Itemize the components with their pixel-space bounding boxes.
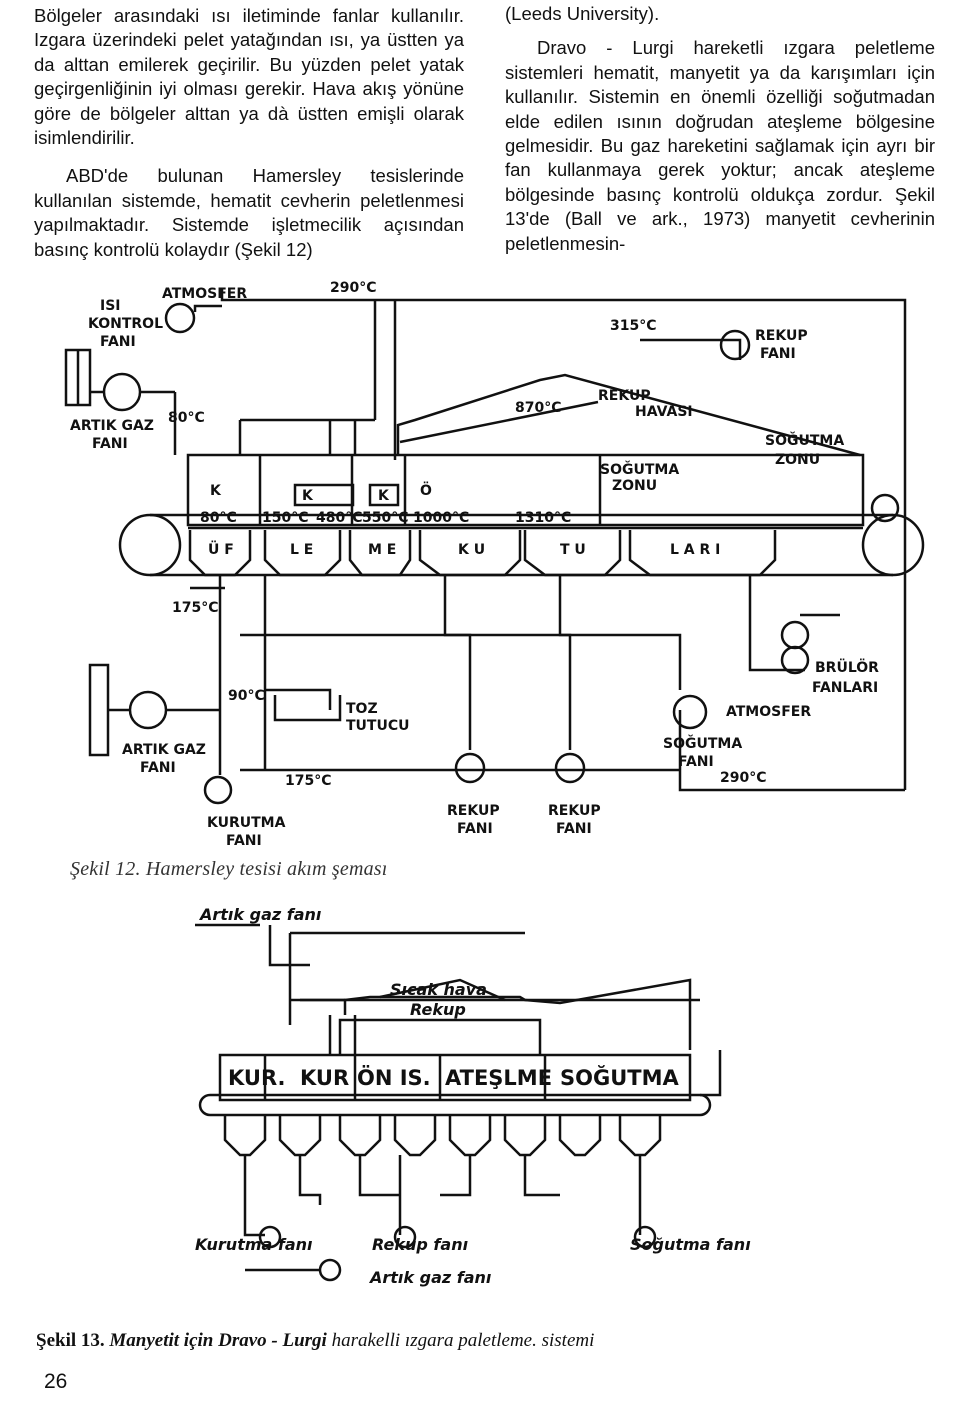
paragraph: Dravo - Lurgi hareketli ızgara peletleme…	[505, 37, 935, 254]
label-isi: ISI	[100, 298, 121, 314]
label-fani: FANI	[92, 436, 128, 452]
zone-temp: 1310°C	[515, 510, 571, 526]
zone-sogutma: SOĞUTMA	[560, 1065, 679, 1090]
paragraph: ABD'de bulunan Hamersley tesislerinde ku…	[34, 165, 464, 260]
label-fanlari: FANLARI	[812, 680, 878, 696]
label-fani: FANI	[100, 334, 136, 350]
label-toz: TOZ	[346, 701, 378, 717]
label-290: 290°C	[330, 280, 377, 296]
label-havasi: HAVASI	[635, 404, 693, 420]
label-175: 175°C	[285, 773, 332, 789]
label-fani: FANI	[140, 760, 176, 776]
zone-kur: KUR.	[228, 1066, 286, 1090]
page-number: 26	[44, 1370, 68, 1393]
zone-o: Ö	[420, 481, 432, 499]
label-rekup: REKUP	[755, 328, 808, 344]
label-90: 90°C	[228, 688, 265, 704]
zone-k: K	[378, 488, 390, 504]
label-fani: FANI	[556, 821, 592, 837]
label-sogutma: SOĞUTMA	[765, 431, 844, 449]
zone-k: K	[302, 488, 314, 504]
label-rekup: REKUP	[548, 803, 601, 819]
zone-k: K	[210, 483, 222, 499]
label-sicak-hava: Sıcak hava	[390, 980, 487, 999]
label-80: 80°C	[168, 410, 205, 426]
zone-temp: 480°C	[316, 510, 363, 526]
label-kontrol: KONTROL	[88, 316, 163, 332]
figure-12-flowsheet: ISI KONTROL FANI ATMOSFER 290°C 315°C RE…	[64, 280, 925, 849]
label-rekup-fani: Rekup fanı	[372, 1235, 469, 1254]
hopper-label: L A R I	[670, 542, 720, 558]
zone-temp: 1000°C	[413, 510, 469, 526]
zone-temp: 80°C	[200, 510, 237, 526]
hopper-label: Ü F	[208, 540, 234, 558]
hopper-label: L E	[290, 542, 313, 558]
label-290: 290°C	[720, 770, 767, 786]
figure-13-diagram: Artık gaz fanı Sıcak hava Rekup Kurutma …	[195, 905, 751, 1287]
left-text-column: Bölgeler arasındaki ısı iletiminde fanla…	[34, 4, 464, 262]
hopper-label: M E	[368, 542, 396, 558]
label-sogutma: SOĞUTMA	[600, 460, 679, 478]
label-artik-gaz: ARTIK GAZ	[70, 418, 154, 434]
zone-on-is: ÖN IS.	[357, 1065, 431, 1090]
label-rekup: REKUP	[447, 803, 500, 819]
label-rekup: Rekup	[410, 1000, 466, 1019]
label-315: 315°C	[610, 318, 657, 334]
hopper-label: K U	[458, 542, 485, 558]
caption-rest: harakelli ızgara paletleme. sistemi	[331, 1330, 595, 1351]
label-artik-gaz-fani: Artık gaz fanı	[368, 1268, 492, 1287]
label-870: 870°C	[515, 400, 562, 416]
figure-12-caption: Şekil 12. Hamersley tesisi akım şeması	[70, 858, 388, 880]
right-text-column: (Leeds University). Dravo - Lurgi hareke…	[505, 2, 935, 256]
label-kurutma: KURUTMA	[207, 815, 286, 831]
zone-kur: KUR	[300, 1066, 349, 1090]
zone-temp: 550°C	[362, 510, 409, 526]
label-brulor: BRÜLÖR	[815, 658, 879, 676]
label-fani: FANI	[760, 346, 796, 362]
label-sogutma: SOĞUTMA	[663, 734, 742, 752]
label-kurutma-fani: Kurutma fanı	[195, 1235, 313, 1254]
paragraph: Bölgeler arasındaki ısı iletiminde fanla…	[34, 5, 464, 149]
paragraph: (Leeds University).	[505, 3, 660, 24]
figure-13-caption: Şekil 13. Manyetit için Dravo - Lurgi ha…	[36, 1330, 594, 1352]
label-zonu: ZONU	[775, 452, 820, 468]
label-zonu: ZONU	[612, 478, 657, 494]
zone-ateslme: ATEŞLME	[445, 1066, 552, 1090]
label-fani: FANI	[226, 833, 262, 849]
label-sogutma-fani: Soğutma fanı	[630, 1235, 751, 1254]
label-artik-gaz: ARTIK GAZ	[122, 742, 206, 758]
hopper-label: T U	[560, 542, 586, 558]
label-atmosfer: ATMOSFER	[726, 704, 811, 720]
caption-label: Şekil 13.	[36, 1330, 105, 1351]
label-fani: FANI	[678, 754, 714, 770]
label-tutucu: TUTUCU	[346, 718, 409, 734]
zone-temp: 150°C	[262, 510, 309, 526]
label-atmosfer: ATMOSFER	[162, 286, 247, 302]
label-175: 175°C	[172, 600, 219, 616]
label-rekup: REKUP	[598, 388, 651, 404]
caption-title: Manyetit için Dravo - Lurgi	[109, 1330, 327, 1351]
label-artik-gaz-fani: Artık gaz fanı	[198, 905, 322, 924]
label-fani: FANI	[457, 821, 493, 837]
